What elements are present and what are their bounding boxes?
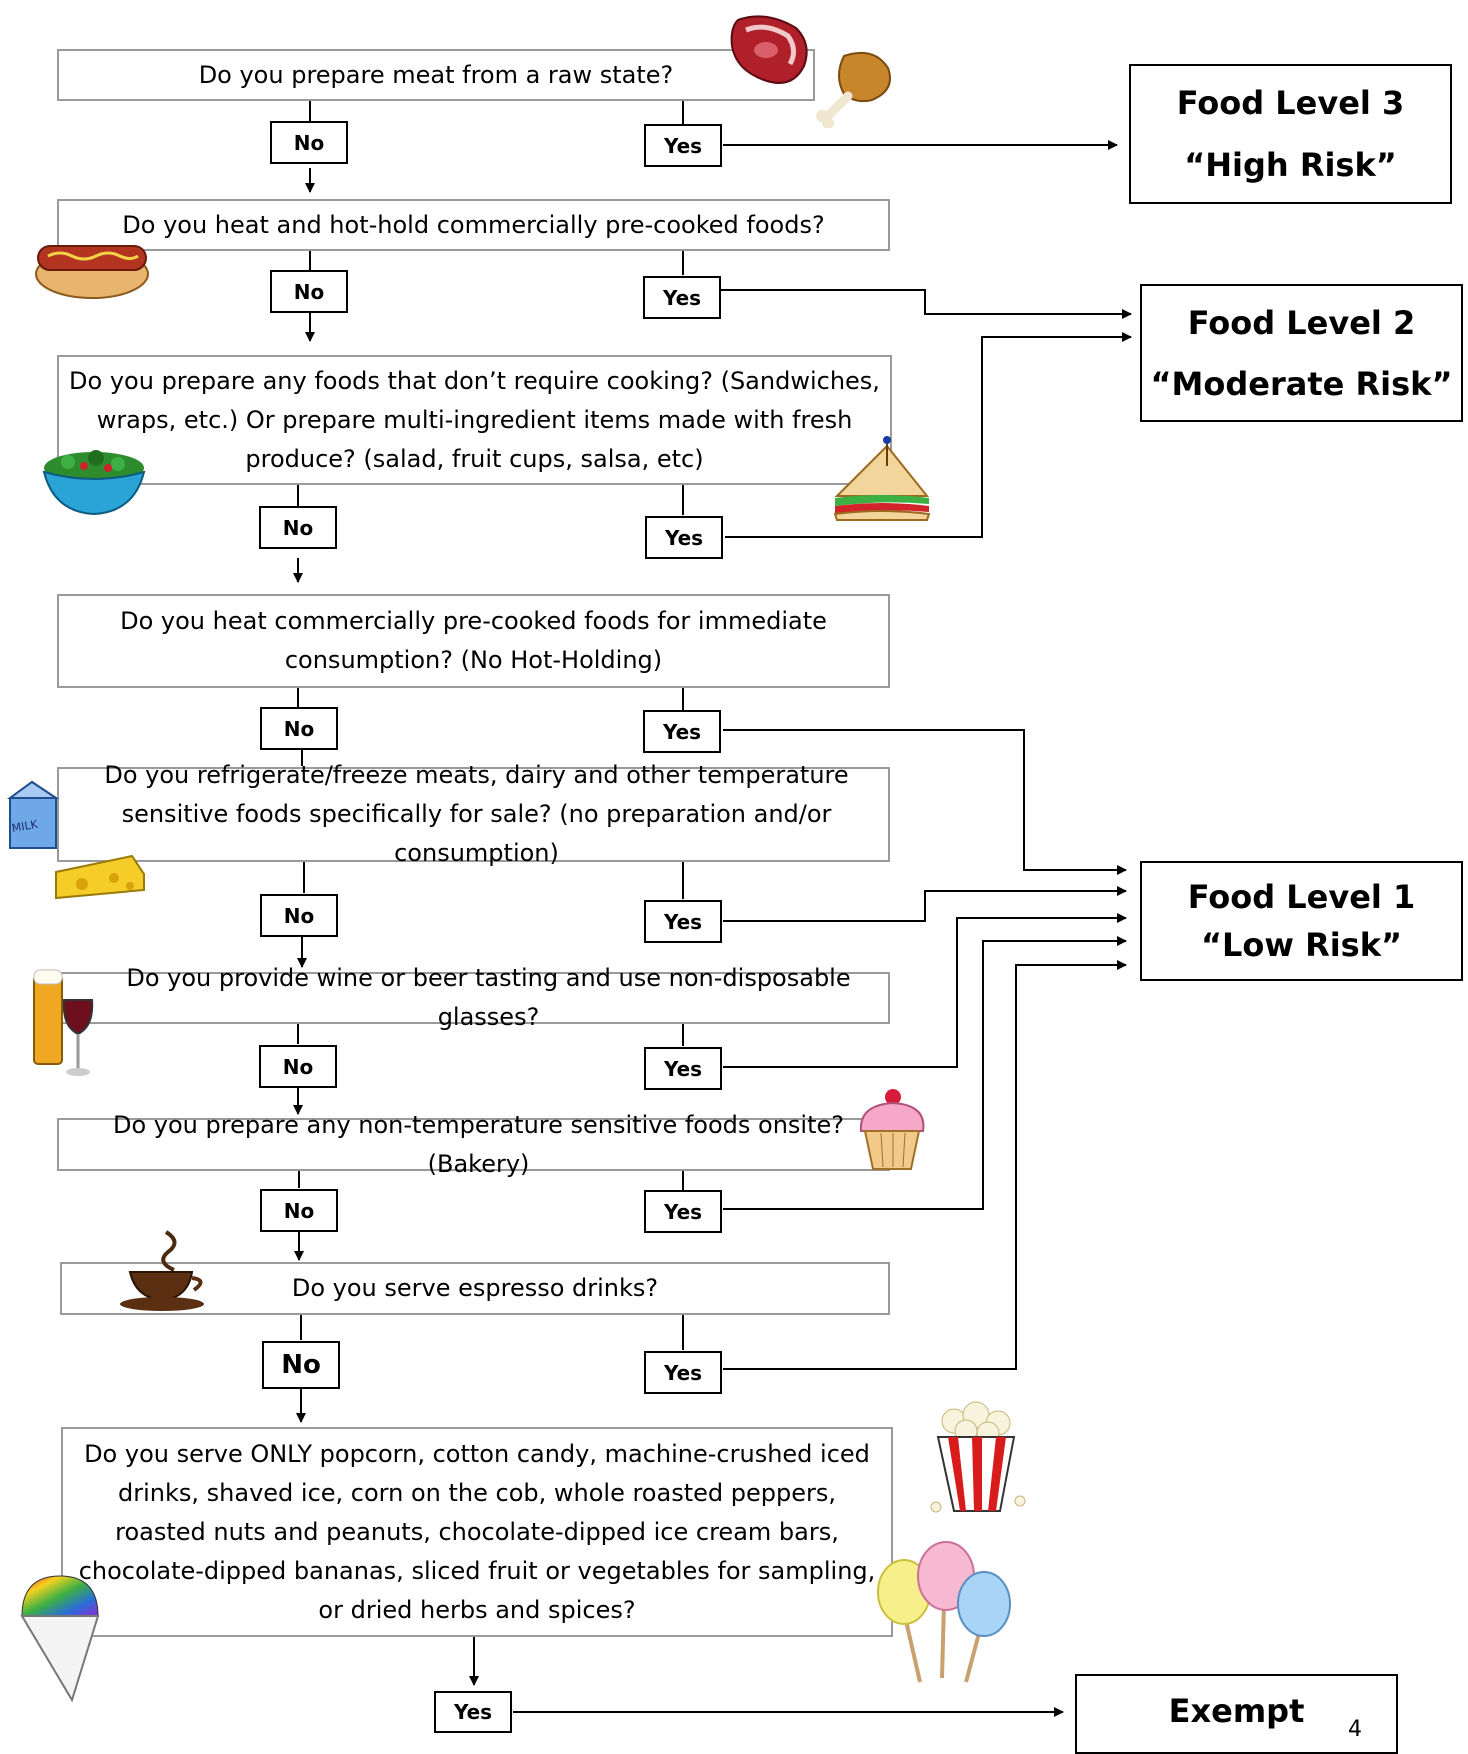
question-hot-hold: Do you heat and hot-hold commercially pr… xyxy=(57,199,890,251)
food-level-1-risk: “Low Risk” xyxy=(1200,926,1403,964)
answer-no-1: No xyxy=(270,121,348,164)
question-bakery: Do you prepare any non-temperature sensi… xyxy=(57,1111,890,1178)
chicken-leg-icon xyxy=(816,52,891,128)
food-level-2-risk: “Moderate Risk” xyxy=(1150,364,1453,403)
question-no-cook: Do you prepare any foods that don’t requ… xyxy=(57,355,892,485)
cupcake-icon xyxy=(859,1089,925,1170)
answer-no-2: No xyxy=(270,270,348,313)
popcorn-icon xyxy=(930,1401,1026,1513)
answer-yes-5: Yes xyxy=(644,900,722,943)
answer-yes-3: Yes xyxy=(645,516,723,559)
answer-no-8: No xyxy=(262,1341,340,1389)
beer-wine-icon xyxy=(33,969,94,1076)
shaved-ice-icon xyxy=(20,1575,100,1703)
answer-no-5: No xyxy=(260,894,338,937)
answer-no-4: No xyxy=(260,707,338,750)
milk-carton-icon: MILK xyxy=(6,780,60,849)
food-level-2-box: Food Level 2 “Moderate Risk” xyxy=(1140,284,1463,422)
food-level-3-box: Food Level 3 “High Risk” xyxy=(1129,64,1452,204)
cheese-icon xyxy=(55,854,145,900)
food-level-1-box: Food Level 1 “Low Risk” xyxy=(1140,861,1463,981)
exempt-box: Exempt xyxy=(1075,1674,1398,1754)
answer-yes-1: Yes xyxy=(644,124,722,167)
food-level-3-title: Food Level 3 xyxy=(1176,84,1405,122)
answer-no-7: No xyxy=(260,1189,338,1232)
answer-yes-9: Yes xyxy=(434,1691,512,1733)
exempt-title: Exempt xyxy=(1168,1692,1305,1730)
sandwich-icon xyxy=(833,436,931,521)
coffee-cup-icon xyxy=(120,1230,204,1311)
answer-yes-2: Yes xyxy=(643,276,721,319)
svg-text:MILK: MILK xyxy=(11,818,40,835)
answer-yes-4: Yes xyxy=(643,710,721,753)
question-immediate-consumption: Do you heat commercially pre-cooked food… xyxy=(57,594,890,688)
answer-no-6: No xyxy=(259,1045,337,1088)
food-level-2-title: Food Level 2 xyxy=(1187,303,1416,342)
answer-no-3: No xyxy=(259,506,337,549)
food-level-3-risk: “High Risk” xyxy=(1184,146,1397,184)
answer-yes-7: Yes xyxy=(644,1190,722,1233)
salad-bowl-icon xyxy=(42,450,146,516)
question-refrigerate: Do you refrigerate/freeze meats, dairy a… xyxy=(57,761,890,867)
answer-yes-8: Yes xyxy=(644,1351,722,1394)
cotton-candy-icon xyxy=(877,1541,1011,1683)
food-level-1-title: Food Level 1 xyxy=(1187,878,1416,916)
question-exempt-foods: Do you serve ONLY popcorn, cotton candy,… xyxy=(61,1427,893,1637)
question-raw-meat: Do you prepare meat from a raw state? xyxy=(57,49,815,101)
raw-meat-icon xyxy=(730,15,808,84)
hot-dog-icon xyxy=(35,245,149,299)
question-wine-beer: Do you provide wine or beer tasting and … xyxy=(57,964,890,1031)
page-number: 4 xyxy=(1348,1717,1362,1742)
answer-yes-6: Yes xyxy=(644,1047,722,1090)
